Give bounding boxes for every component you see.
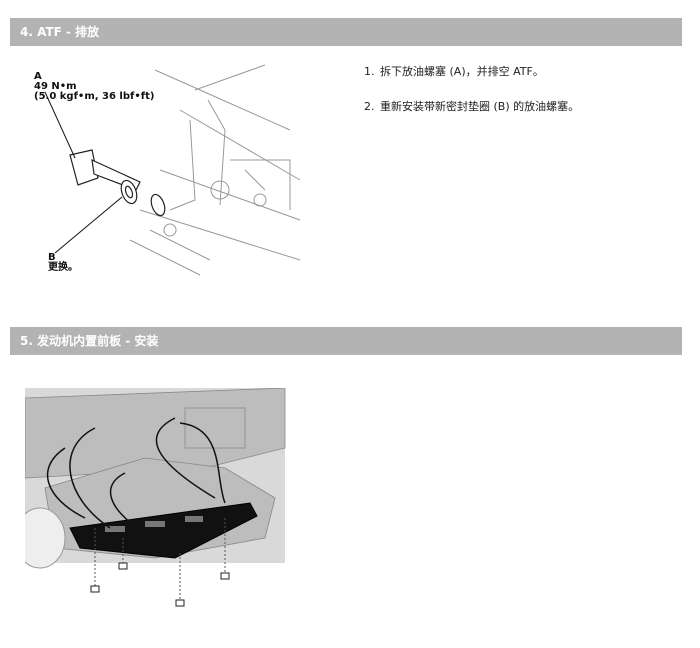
step-number: 1. — [364, 65, 375, 78]
callout-b: B 更换。 — [48, 253, 78, 273]
section-4-header: 4. ATF - 排放 — [10, 18, 682, 46]
step-text: 重新安装带新密封垫圈 (B) 的放油螺塞。 — [380, 100, 580, 113]
torque-alt-value: (5.0 kgf•m, 36 lbf•ft) — [34, 91, 155, 102]
step-text: 拆下放油螺塞 (A)，并排空 ATF。 — [380, 65, 544, 78]
callout-a-letter: A — [34, 71, 42, 82]
section-5-title: 5. 发动机内置前板 - 安装 — [20, 334, 159, 348]
engine-front-plate-illustration — [25, 388, 286, 607]
callout-a: A 49 N•m (5.0 kgf•m, 36 lbf•ft) — [34, 72, 154, 102]
step-2: 2. 重新安装带新密封垫圈 (B) 的放油螺塞。 — [364, 98, 580, 113]
callout-b-letter: B — [48, 252, 56, 263]
section-4-title: 4. ATF - 排放 — [20, 25, 100, 39]
callout-b-note: 更换。 — [48, 262, 78, 273]
step-list: 1. 拆下放油螺塞 (A)，并排空 ATF。 2. 重新安装带新密封垫圈 (B) 的… — [364, 63, 579, 133]
section-5-header: 5. 发动机内置前板 - 安装 — [10, 327, 682, 355]
step-1: 1. 拆下放油螺塞 (A)，并排空 ATF。 — [364, 63, 579, 78]
step-number: 2. — [364, 100, 375, 113]
torque-value: 49 N•m — [34, 81, 77, 92]
atf-drain-plug-illustration — [44, 64, 301, 276]
